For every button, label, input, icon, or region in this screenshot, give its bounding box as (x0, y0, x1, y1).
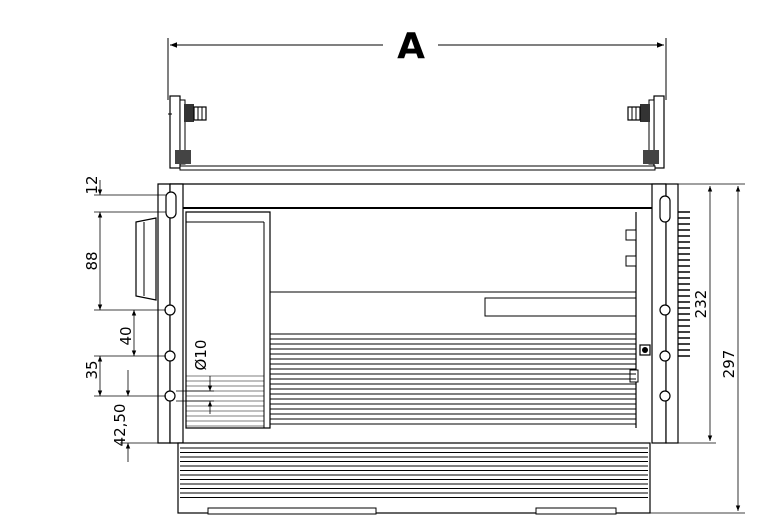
dimension-a-label: A (397, 26, 425, 67)
hole-diameter-label: Ø10 (192, 340, 210, 371)
dimension-a: A (167, 26, 667, 100)
hole-diameter-dimension: Ø10 (176, 340, 214, 414)
dim-12-label: 12 (83, 175, 101, 194)
dim-42-50-label: 42,50 (111, 404, 129, 447)
lower-platform (177, 442, 651, 515)
dim-88-label: 88 (83, 251, 101, 270)
right-dimensions: 232 297 (650, 183, 745, 514)
dim-297-label: 297 (720, 350, 738, 379)
dim-35-label: 35 (83, 360, 101, 379)
right-mounting-bracket (627, 95, 665, 169)
ribbed-tread (186, 333, 636, 427)
left-mounting-bracket (168, 95, 207, 169)
left-side-plate (135, 183, 184, 444)
top-rail (170, 165, 666, 209)
left-dimensions: 12 88 40 35 42,50 (83, 175, 166, 462)
dim-40-label: 40 (117, 326, 135, 345)
right-side-plate (639, 183, 679, 444)
dim-232-label: 232 (692, 290, 710, 319)
step-body (185, 211, 690, 429)
